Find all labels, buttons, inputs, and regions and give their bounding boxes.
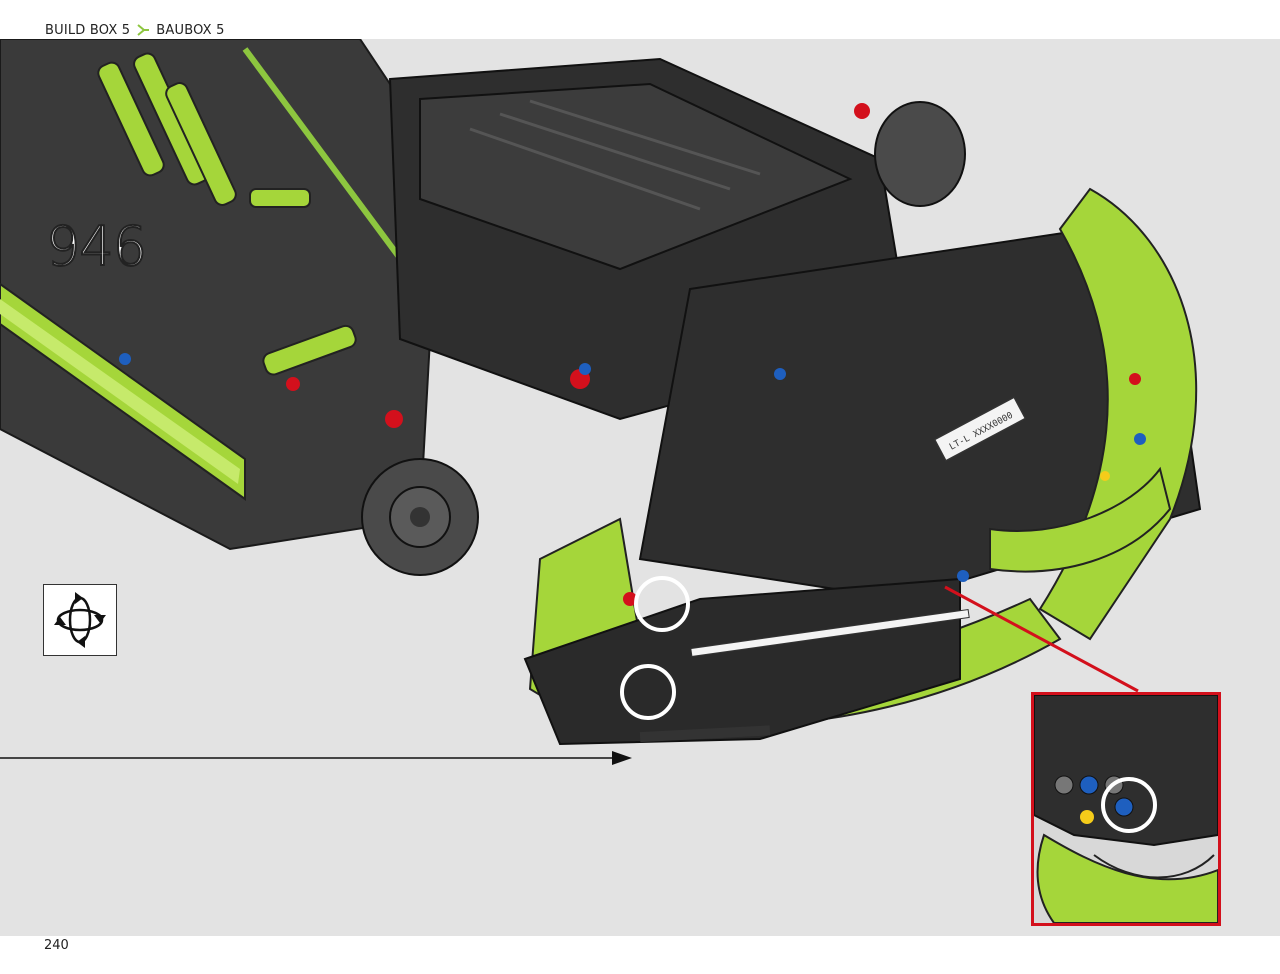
detail-inset <box>1031 692 1221 926</box>
build-box-label: BUILD BOX 5 <box>45 22 131 38</box>
highlight-circle-upper <box>634 576 690 632</box>
breadcrumb: BUILD BOX 5 BAUBOX 5 <box>45 20 225 40</box>
callout-line <box>944 585 1139 693</box>
step-number: 946 <box>45 215 148 278</box>
arrow-head-icon <box>612 751 632 765</box>
page-number: 240 <box>44 938 69 953</box>
inset-highlight-circle <box>1101 777 1157 833</box>
highlight-circle-lower <box>620 664 676 720</box>
illustration-area: LT-L XXXX0000 946 <box>0 39 1280 936</box>
arrow-separator-icon <box>137 24 150 36</box>
rotate-model-icon <box>43 584 117 656</box>
baubox-label: BAUBOX 5 <box>156 22 225 38</box>
model-illustration: LT-L XXXX0000 <box>0 39 1202 765</box>
